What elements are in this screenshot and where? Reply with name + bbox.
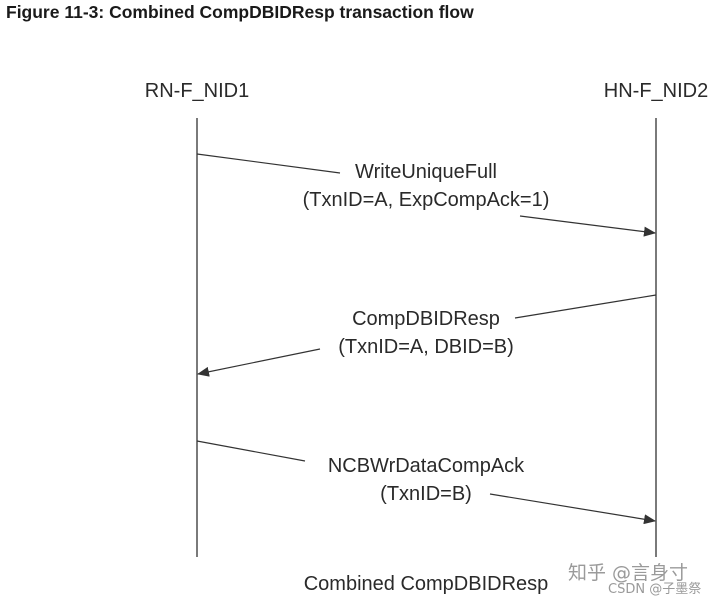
message-arrow-1-end	[519, 215, 656, 237]
message-arrow-2-end	[197, 348, 321, 377]
message-arrow-3-start	[196, 440, 306, 462]
message-2-name: CompDBIDResp	[352, 308, 500, 330]
message-arrow-2-start	[514, 294, 657, 319]
message-arrow-3-end	[489, 493, 656, 525]
watermark-zhihu: 知乎 @言身寸	[568, 562, 689, 584]
message-2-params: (TxnID=A, DBID=B)	[338, 336, 514, 358]
diagram-caption: Combined CompDBIDResp	[304, 573, 549, 595]
message-3-params: (TxnID=B)	[380, 483, 472, 505]
watermark-csdn: CSDN @子墨祭	[608, 582, 702, 597]
message-3-name: NCBWrDataCompAck	[328, 455, 525, 477]
participant-label-right: HN-F_NID2	[604, 80, 708, 102]
figure-title: Figure 11-3: Combined CompDBIDResp trans…	[6, 2, 474, 22]
message-1-params: (TxnID=A, ExpCompAck=1)	[303, 189, 550, 211]
message-1-name: WriteUniqueFull	[355, 161, 497, 183]
participant-label-left: RN-F_NID1	[145, 80, 249, 102]
message-arrow-1-start	[196, 153, 341, 174]
